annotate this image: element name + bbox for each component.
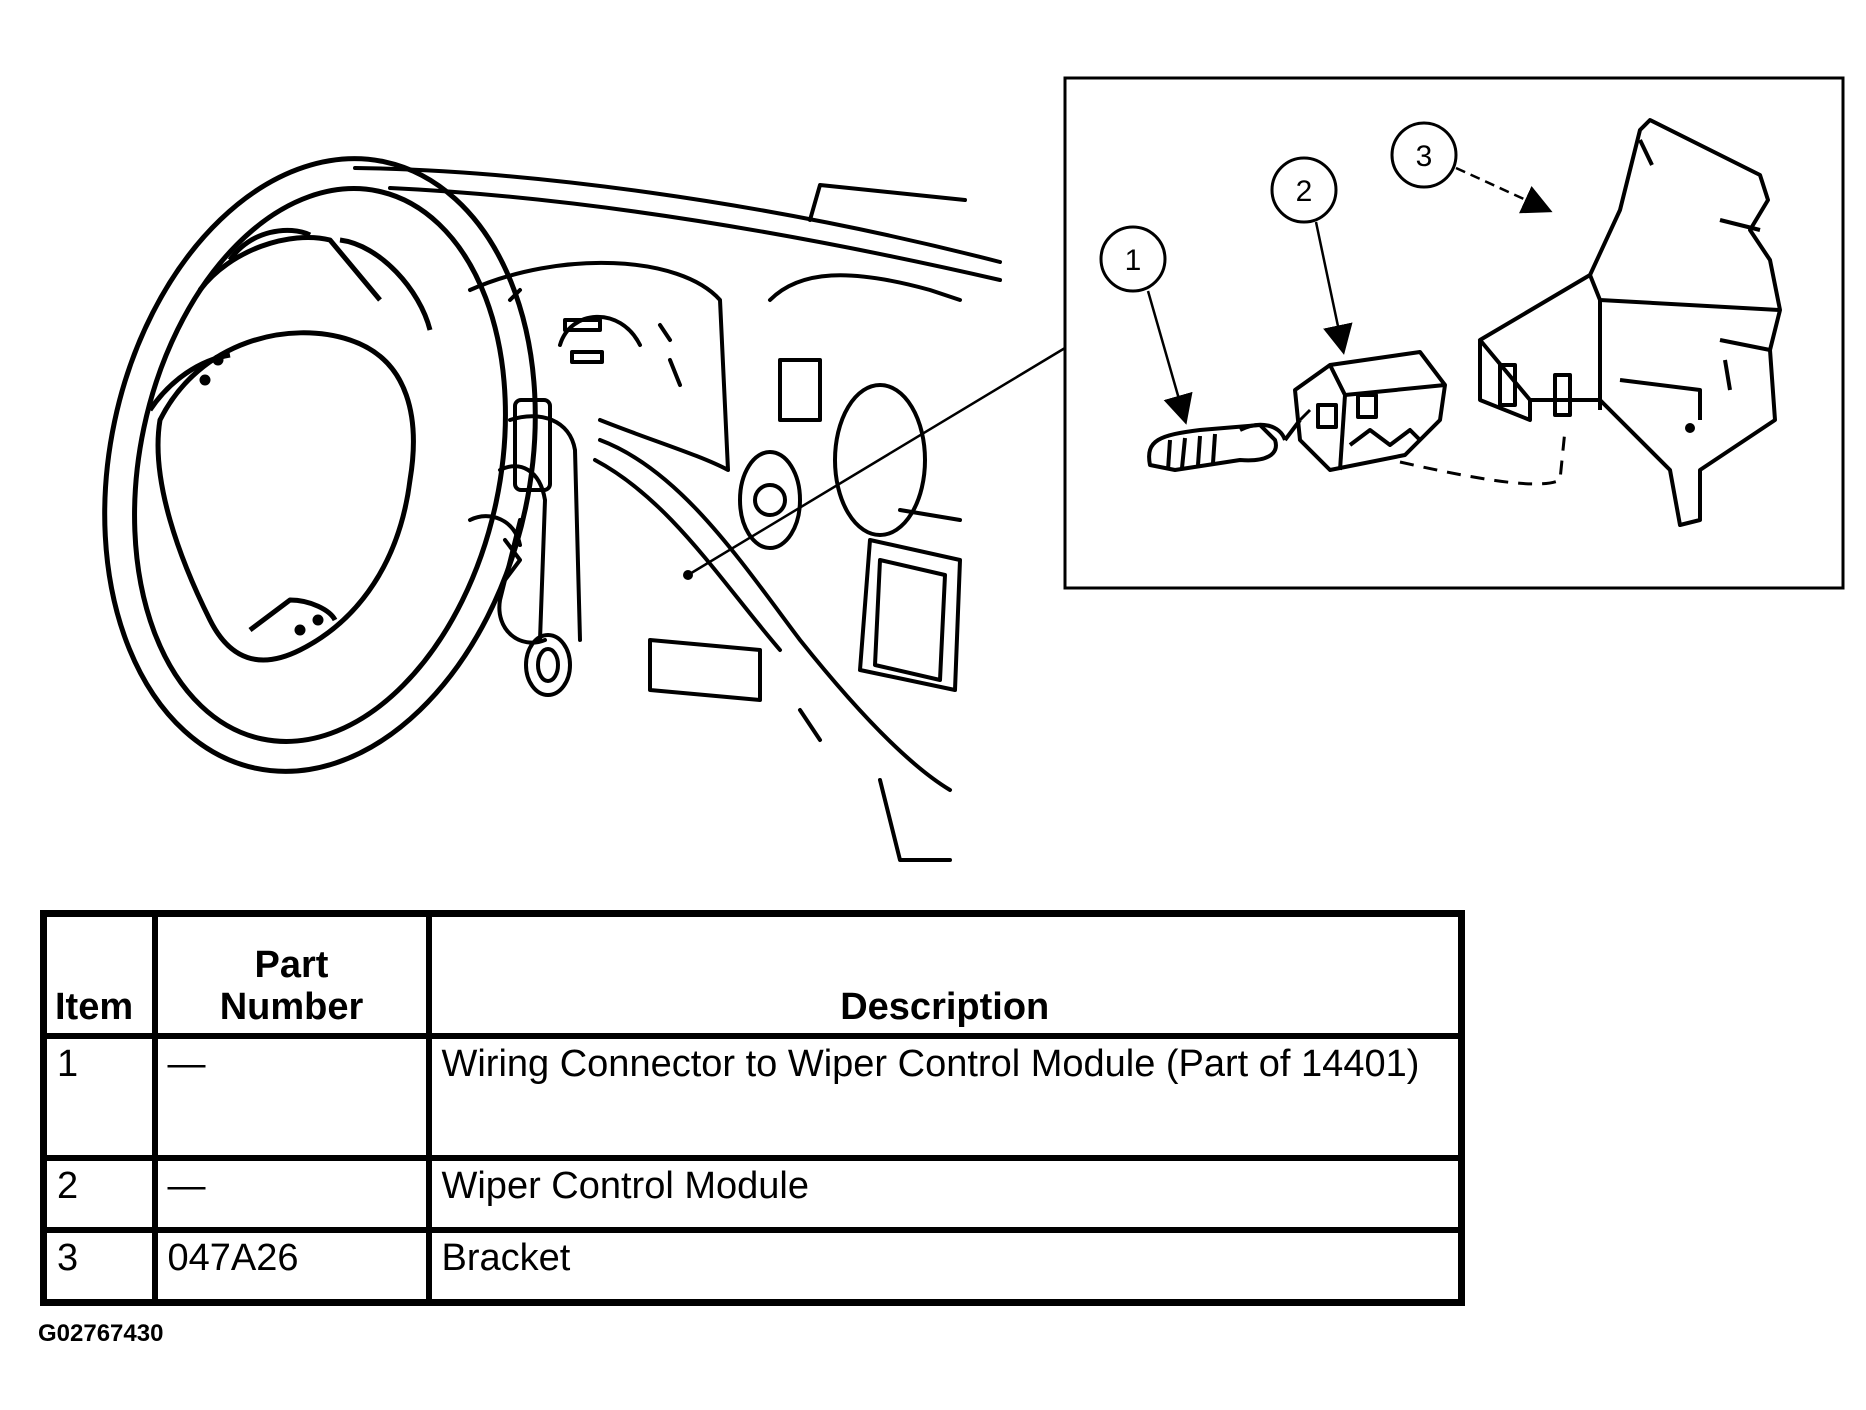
header-part-number-line2: Number bbox=[219, 986, 364, 1029]
dashboard-illustration: 1 2 3 bbox=[102, 76, 1845, 862]
connector-wire bbox=[1298, 408, 1312, 422]
callout-1: 1 bbox=[1099, 225, 1193, 425]
wiring-connector-drawing bbox=[1147, 418, 1302, 472]
inset-detail-frame bbox=[1063, 76, 1845, 590]
callout-1-label: 1 bbox=[1125, 244, 1142, 277]
cell-description: Bracket bbox=[425, 1227, 1465, 1306]
callout-3: 3 bbox=[1390, 121, 1553, 214]
header-part-number: Part Number bbox=[151, 910, 432, 1039]
bracket-drawing bbox=[1478, 118, 1782, 527]
header-part-number-line1: Part bbox=[254, 943, 329, 986]
instrument-panel-drawing bbox=[353, 166, 1002, 862]
cell-item: 2 bbox=[40, 1155, 158, 1233]
table-row: 3 047A26 Bracket bbox=[40, 1227, 1465, 1306]
cell-part-number: — bbox=[151, 1155, 432, 1233]
leader-dot bbox=[683, 570, 693, 580]
cell-item: 3 bbox=[40, 1227, 158, 1306]
cell-description: Wiring Connector to Wiper Control Module… bbox=[425, 1033, 1465, 1161]
module-to-bracket-dash bbox=[1399, 429, 1567, 486]
cell-description: Wiper Control Module bbox=[425, 1155, 1465, 1233]
table-row: 1 — Wiring Connector to Wiper Control Mo… bbox=[40, 1033, 1465, 1161]
callout-2: 2 bbox=[1270, 156, 1353, 355]
parts-table: Item Part Number Description 1 — Wiring … bbox=[40, 910, 1465, 1306]
table-row: 2 — Wiper Control Module bbox=[40, 1155, 1465, 1233]
header-item: Item bbox=[40, 910, 158, 1039]
wiper-control-module-drawing bbox=[1293, 350, 1447, 472]
cell-part-number: 047A26 bbox=[151, 1227, 432, 1306]
header-description: Description bbox=[425, 910, 1465, 1039]
cell-item: 1 bbox=[40, 1033, 158, 1161]
leader-line bbox=[687, 346, 1066, 577]
callout-3-label: 3 bbox=[1416, 140, 1433, 173]
cell-part-number: — bbox=[151, 1033, 432, 1161]
callout-2-label: 2 bbox=[1296, 175, 1313, 208]
table-header-row: Item Part Number Description bbox=[40, 910, 1465, 1039]
steering-wheel-drawing bbox=[102, 156, 538, 774]
figure-id: G02767430 bbox=[38, 1320, 164, 1347]
